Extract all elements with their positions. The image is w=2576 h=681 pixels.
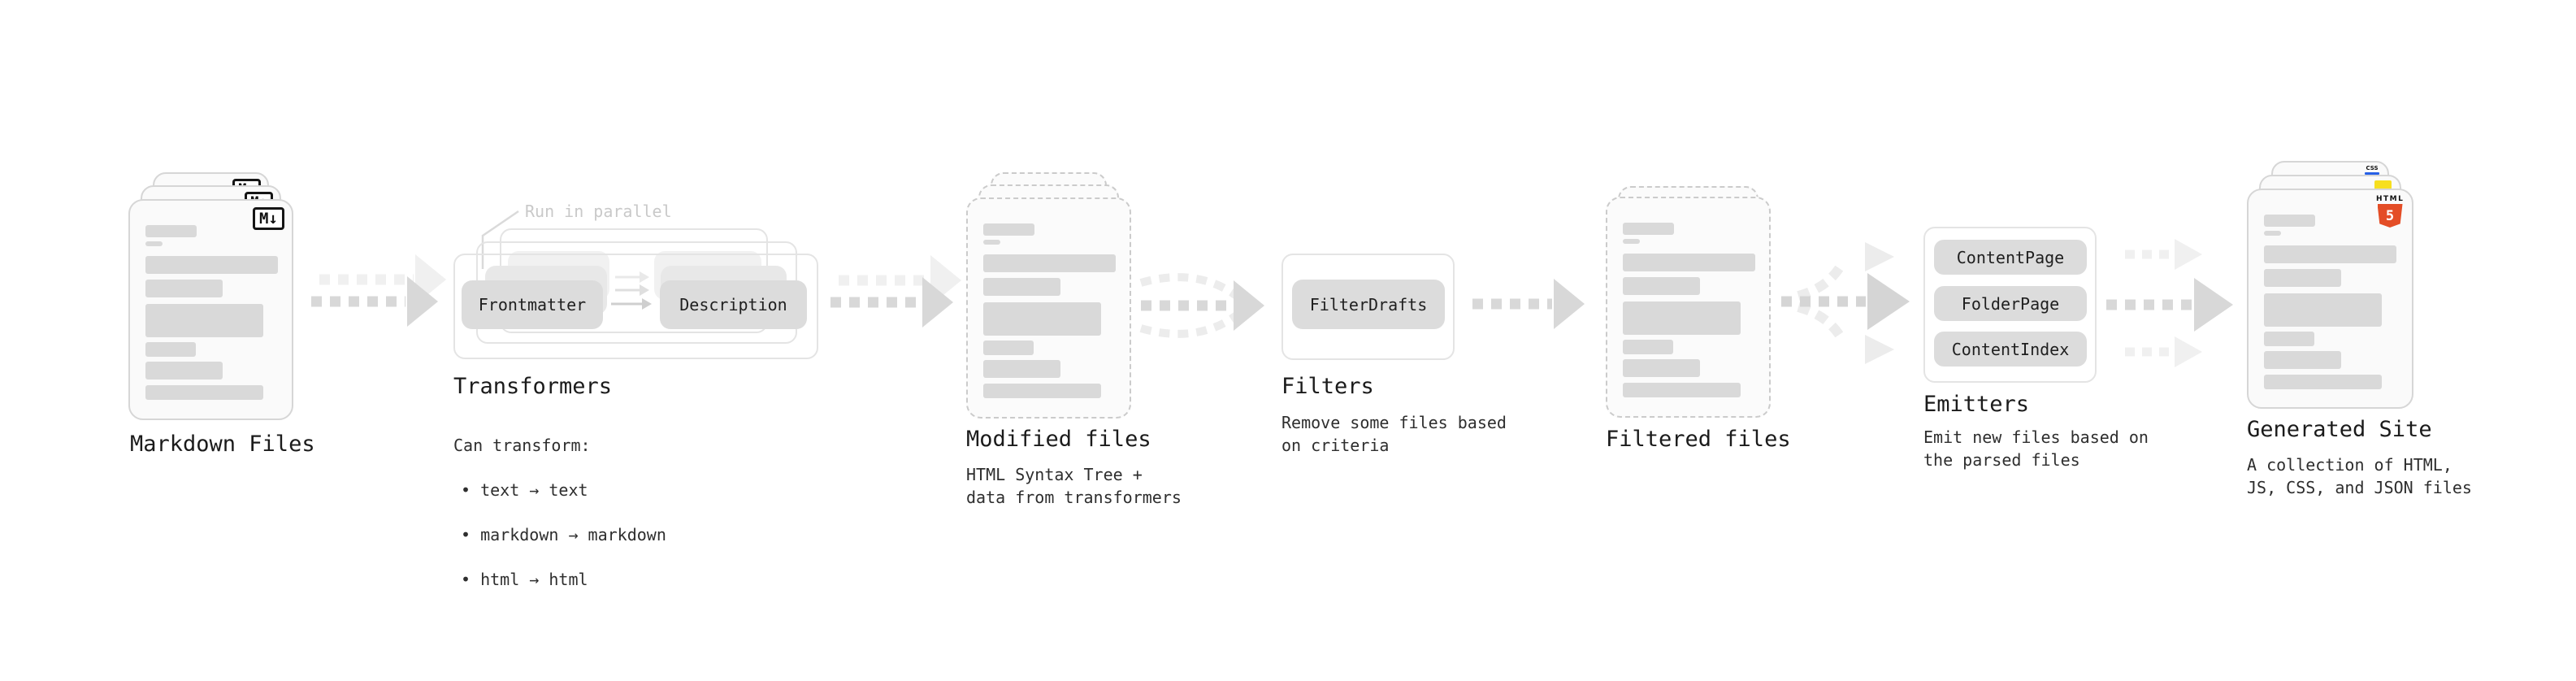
arrow-modified-to-filters bbox=[1141, 280, 1264, 331]
markdown-icon: M↓ bbox=[253, 207, 284, 230]
skeleton-bar bbox=[145, 362, 223, 380]
skeleton-bar bbox=[2264, 245, 2396, 263]
generated-site-label: Generated Site bbox=[2247, 417, 2432, 442]
transformers-desc-title: Can transform: bbox=[453, 436, 591, 455]
skeleton-bar bbox=[1623, 254, 1755, 271]
doc-card-filtered bbox=[1606, 197, 1771, 418]
modified-files-description: HTML Syntax Tree + data from transformer… bbox=[966, 465, 1182, 507]
skeleton-bar bbox=[145, 280, 223, 297]
doc-card-generated: HTML 5 bbox=[2247, 189, 2413, 409]
skeleton-bar bbox=[1623, 340, 1673, 354]
arrow-filtered-to-emitters-split-bottom bbox=[1797, 302, 1894, 364]
arrow-filtered-to-emitters bbox=[1781, 273, 1910, 330]
skeleton-bar bbox=[2264, 293, 2382, 327]
skeleton-bar bbox=[145, 342, 196, 357]
transformers-frame bbox=[453, 254, 818, 359]
filters-label: Filters bbox=[1281, 374, 1374, 399]
transformers-bullet: • html → html bbox=[461, 570, 588, 589]
skeleton-bar bbox=[2264, 269, 2341, 287]
filters-description: Remove some files based on criteria bbox=[1281, 413, 1507, 455]
arrow-contentindex-to-site bbox=[2125, 336, 2202, 367]
arrow-contentpage-to-site bbox=[2125, 239, 2202, 270]
skeleton-bar bbox=[2264, 215, 2315, 227]
run-in-parallel-note: Run in parallel bbox=[525, 202, 672, 221]
skeleton-bar bbox=[2264, 375, 2382, 389]
skeleton-bar bbox=[983, 278, 1060, 296]
skeleton-bar bbox=[983, 384, 1101, 398]
skeleton-bar bbox=[145, 225, 197, 237]
transformers-description: Can transform: • text → text • markdown … bbox=[453, 411, 666, 614]
arrow-markdown-to-transformers-ghost bbox=[319, 254, 446, 305]
transformers-bullet: • markdown → markdown bbox=[461, 525, 666, 544]
html5-icon: HTML 5 bbox=[2376, 195, 2404, 228]
skeleton-bar bbox=[983, 360, 1060, 378]
skeleton-bar bbox=[1623, 383, 1741, 397]
skeleton-bar bbox=[1623, 277, 1700, 295]
css-icon: CSS bbox=[2365, 166, 2379, 175]
arrow-transformers-to-modified bbox=[830, 277, 953, 327]
skeleton-bar bbox=[1623, 359, 1700, 377]
arrow-filters-to-filtered bbox=[1472, 279, 1585, 329]
skeleton-bar bbox=[983, 302, 1101, 336]
skeleton-bar bbox=[983, 223, 1034, 236]
transformer-pill-frontmatter: Frontmatter bbox=[462, 280, 603, 329]
arrow-folderpage-to-site bbox=[2106, 278, 2233, 332]
skeleton-bar bbox=[1623, 223, 1674, 235]
generated-site-description: A collection of HTML, JS, CSS, and JSON … bbox=[2247, 455, 2472, 497]
emitter-pill-folderpage: FolderPage bbox=[1934, 286, 2087, 321]
skeleton-bar bbox=[1623, 239, 1640, 244]
transformers-label: Transformers bbox=[453, 374, 613, 399]
transformer-pill-description: Description bbox=[660, 280, 807, 329]
emitters-description: Emit new files based on the parsed files bbox=[1923, 427, 2149, 470]
skeleton-bar bbox=[145, 241, 163, 246]
filter-pill-filterdrafts: FilterDrafts bbox=[1292, 280, 1445, 329]
skeleton-bar bbox=[145, 304, 263, 337]
arrow-transformers-to-modified-ghost bbox=[839, 255, 961, 306]
transformers-bullet: • text → text bbox=[461, 480, 588, 500]
emitter-pill-contentpage: ContentPage bbox=[1934, 240, 2087, 275]
doc-card-markdown: M↓ bbox=[128, 199, 293, 420]
emitters-label: Emitters bbox=[1923, 392, 2030, 417]
emitter-pill-contentindex: ContentIndex bbox=[1934, 332, 2087, 367]
skeleton-bar bbox=[2264, 351, 2341, 369]
skeleton-bar bbox=[983, 240, 1000, 245]
arrow-markdown-to-transformers bbox=[311, 276, 438, 327]
skeleton-bar bbox=[145, 385, 263, 400]
skeleton-bar bbox=[983, 340, 1034, 355]
filtered-files-label: Filtered files bbox=[1606, 427, 1791, 452]
skeleton-bar bbox=[2264, 332, 2314, 346]
doc-card-modified bbox=[966, 197, 1131, 419]
skeleton-bar bbox=[145, 256, 278, 274]
skeleton-bar bbox=[2264, 231, 2281, 236]
markdown-files-label: Markdown Files bbox=[130, 432, 315, 457]
modified-files-label: Modified files bbox=[966, 427, 1151, 452]
skeleton-bar bbox=[1623, 301, 1741, 335]
arrow-modified-to-filters-merge-curves bbox=[1139, 273, 1242, 338]
skeleton-bar bbox=[983, 254, 1116, 272]
arrow-filtered-to-emitters-split-top bbox=[1797, 242, 1894, 301]
